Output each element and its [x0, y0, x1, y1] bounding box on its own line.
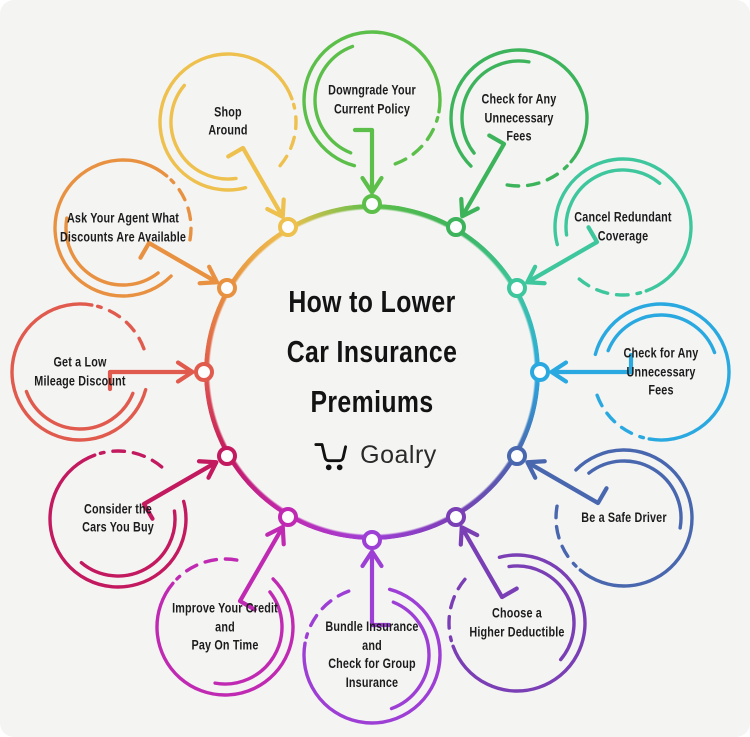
satellite-bubble: [357, 463, 677, 737]
satellite-bubble: [212, 0, 532, 260]
bubble-arrow-graphic: [448, 48, 589, 219]
shopping-cart-icon: [314, 443, 348, 471]
bubble-arrow-graphic: [154, 525, 295, 698]
satellite-bubble: [501, 212, 750, 532]
brand-logo: Goalry: [0, 437, 750, 473]
satellite-bubble: [0, 212, 240, 532]
ring-node: [446, 216, 466, 237]
ring-node: [530, 362, 550, 382]
ring-node: [216, 278, 237, 298]
satellite-bubble: [68, 0, 388, 282]
bubble-arrow-graphic: [302, 549, 442, 725]
bubble-label: Ask Your Agent What Discounts Are Availa…: [59, 210, 186, 245]
bubble-arrow-graphic: [549, 302, 731, 442]
ring-node: [507, 278, 528, 298]
bubble-arrow-graphic: [157, 52, 298, 219]
bubble-arrow-graphic: [48, 448, 219, 589]
bubble-label: Downgrade Your Current Policy: [328, 82, 416, 117]
infographic-title: How to Lower Car Insurance Premiums: [286, 284, 458, 419]
bubble-arrow-graphic: [447, 525, 587, 693]
bubble-arrow-graphic: [10, 302, 195, 442]
ring-node: [362, 194, 382, 214]
satellite-bubble: [212, 495, 532, 737]
bubble-label: Bundle Insurance and Check for Group Ins…: [325, 619, 419, 690]
satellite-bubble: [464, 358, 750, 678]
bubble-arrow-graphic: [302, 30, 442, 195]
satellite-bubble: [65, 467, 385, 737]
bubble-label: Cancel Redundant Coverage: [574, 209, 672, 244]
ring-node: [278, 507, 298, 528]
ring-node: [194, 362, 214, 382]
ring-node: [446, 507, 466, 528]
bubble-label: Choose a Higher Deductible: [469, 605, 565, 640]
satellite-bubble: [0, 68, 283, 388]
bubble-label: Be a Safe Driver: [581, 509, 667, 525]
ring-node: [362, 530, 382, 550]
bubble-label: Shop Around: [207, 104, 248, 138]
ring-node: [507, 446, 528, 466]
bubble-arrow-graphic: [525, 157, 693, 297]
center-ring: [204, 204, 540, 540]
brand-name: Goalry: [360, 441, 437, 469]
ring-node: [278, 216, 298, 237]
bubble-label: Get a Low Mileage Discount: [34, 354, 126, 389]
satellite-bubble: [0, 359, 278, 679]
bubble-label: Consider the Cars You Buy: [82, 501, 155, 535]
bubble-label: Improve Your Credit and Pay On Time: [171, 600, 278, 653]
ring-node: [216, 446, 237, 466]
satellite-bubble: [463, 67, 750, 387]
bubble-label: Check for Any Unnecessary Fees: [623, 345, 699, 398]
bubble-arrow-graphic: [525, 447, 694, 588]
bubble-arrow-graphic: [52, 158, 219, 298]
satellite-bubble: [359, 0, 679, 278]
bubble-label: Check for Any Unnecessary Fees: [481, 91, 556, 144]
